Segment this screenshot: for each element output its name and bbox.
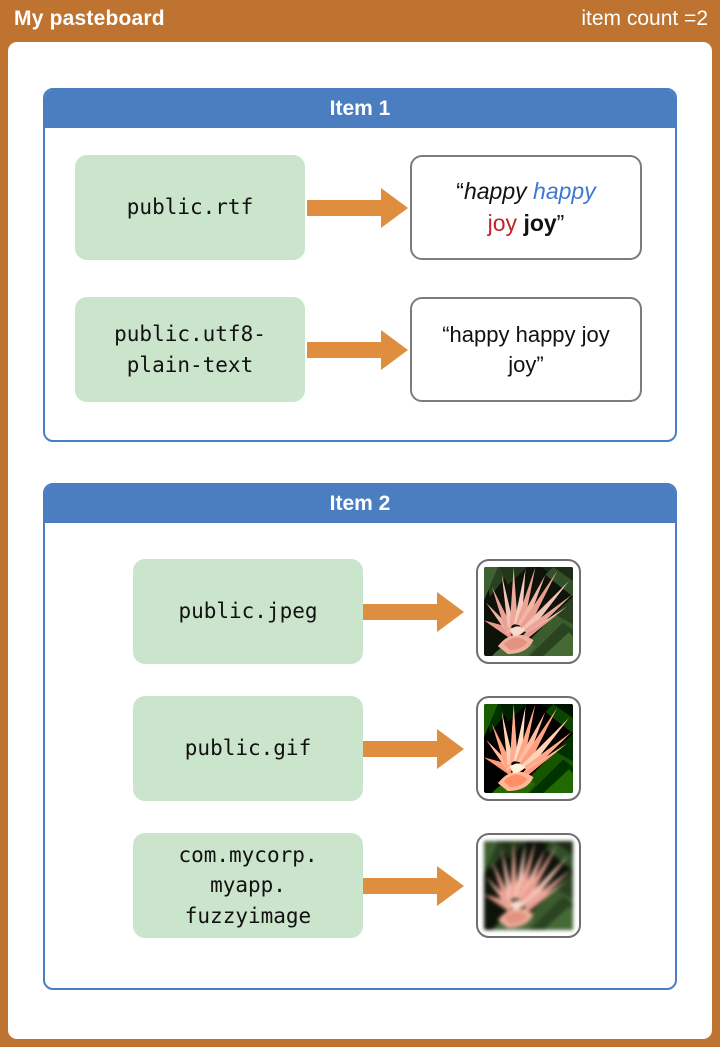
styled-text-line-1: “happy happy: [456, 176, 595, 207]
arrow-icon: [307, 187, 408, 228]
representation-row-rtf: public.rtf “happy happy joy joy”: [75, 155, 642, 260]
open-quote: “: [456, 178, 464, 205]
representation-row-fuzzyimage: com.mycorp. myapp. fuzzyimage: [133, 833, 675, 938]
item-2-card: Item 2 public.jpeg public.gif: [43, 483, 677, 990]
value-box-utf8: “happy happy joy joy”: [410, 297, 642, 402]
styled-word-joy-red: joy: [487, 209, 518, 236]
item-count-label: item count =2: [581, 7, 708, 30]
item-1-title: Item 1: [329, 97, 391, 120]
close-quote: ”: [556, 209, 565, 236]
flower-image-gif: [484, 704, 573, 793]
image-frame-gif: [476, 696, 581, 801]
item-1-card-header: Item 1: [45, 90, 675, 128]
representation-row-utf8: public.utf8- plain-text “happy happy joy…: [75, 297, 642, 402]
item-1-card: Item 1 public.rtf “happy happy joy joy” …: [43, 88, 677, 442]
arrow-icon: [363, 591, 464, 632]
image-frame-jpeg: [476, 559, 581, 664]
uti-box-fuzzyimage: com.mycorp. myapp. fuzzyimage: [133, 833, 363, 938]
pasteboard-header: My pasteboard item count =2: [0, 0, 720, 42]
representation-row-gif: public.gif: [133, 696, 675, 801]
uti-box-rtf: public.rtf: [75, 155, 305, 260]
pasteboard-sheet: Item 1 public.rtf “happy happy joy joy” …: [8, 42, 712, 1039]
item-2-body: public.jpeg public.gif com.mycorp. mya: [45, 523, 675, 938]
arrow-icon: [307, 329, 408, 370]
representation-row-jpeg: public.jpeg: [133, 559, 675, 664]
arrow-icon: [363, 728, 464, 769]
uti-box-jpeg: public.jpeg: [133, 559, 363, 664]
pasteboard-title: My pasteboard: [14, 7, 165, 30]
arrow-icon: [363, 865, 464, 906]
value-box-rtf: “happy happy joy joy”: [410, 155, 642, 260]
item-2-title: Item 2: [329, 492, 391, 515]
item-1-body: public.rtf “happy happy joy joy” public.…: [45, 128, 675, 402]
item-2-card-header: Item 2: [45, 485, 675, 523]
styled-text-line-2: joy joy”: [488, 208, 565, 239]
uti-box-utf8: public.utf8- plain-text: [75, 297, 305, 402]
flower-image-fuzzy: [484, 841, 573, 930]
styled-word-happy-italic: happy: [463, 178, 527, 205]
styled-word-joy-bold: joy: [523, 209, 557, 236]
image-frame-fuzzyimage: [476, 833, 581, 938]
styled-word-happy-blue: happy: [533, 178, 596, 205]
uti-box-gif: public.gif: [133, 696, 363, 801]
flower-image-jpeg: [484, 567, 573, 656]
